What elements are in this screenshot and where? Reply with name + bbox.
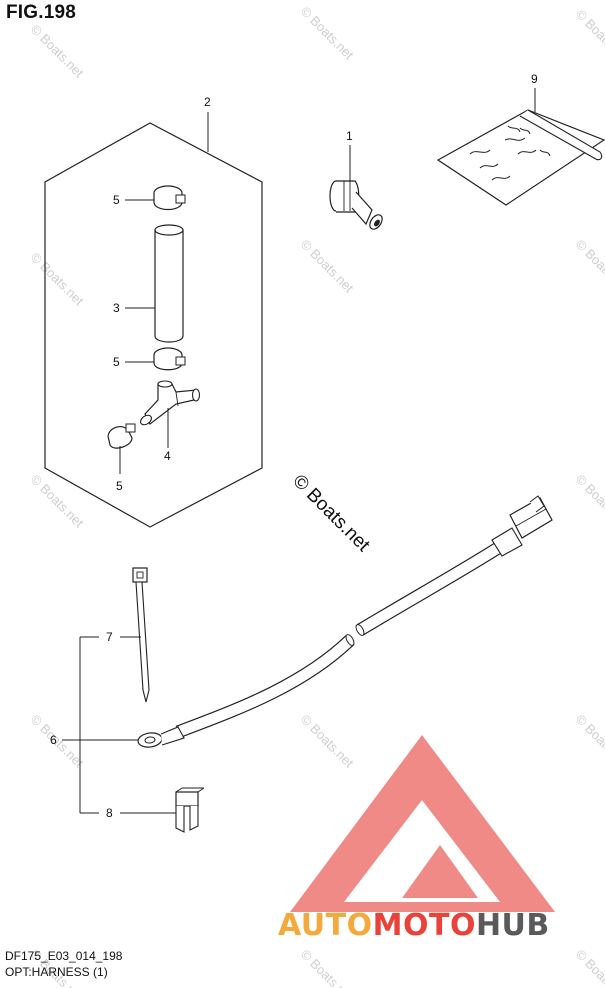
callout-1: 1 (346, 129, 353, 143)
callout-4: 4 (164, 449, 171, 463)
wire-harness (175, 542, 502, 739)
watermark-text: © Boats.net (28, 250, 87, 309)
figure-title: FIG.198 (6, 2, 77, 23)
cable-tie-icon (132, 567, 150, 703)
clamp-icon (153, 185, 186, 211)
watermark-text: © Boats.net (573, 237, 605, 296)
callout-3: 3 (113, 301, 120, 315)
hose-icon (154, 224, 184, 343)
tee-joint-icon (140, 380, 201, 426)
center-watermark: © Boats.net (288, 471, 374, 557)
figure-code: DF175_E03_014_198 (5, 949, 123, 963)
watermark-text: © Boats.net (28, 712, 87, 771)
watermark-text: © Boats.net (573, 472, 605, 531)
logo-triangle-icon (290, 735, 555, 912)
watermark-text: © Boats.net (573, 712, 605, 771)
callout-7: 7 (106, 630, 113, 644)
watermark-text: © Boats.net (28, 472, 87, 531)
fuse-icon (175, 787, 205, 833)
harness-connector-icon (491, 495, 553, 557)
watermark-text: © Boats.net (573, 7, 605, 66)
watermark-text: © Boats.net (28, 22, 87, 81)
figure-name: OPT:HARNESS (1) (5, 965, 108, 979)
grommet-icon (329, 180, 383, 230)
brand-wordmark: AUTOMOTOHUB (278, 908, 550, 943)
clamp-icon (107, 423, 136, 449)
callout-8: 8 (106, 806, 113, 820)
kit-outline (44, 122, 263, 528)
watermark-text: © Boats.net (573, 947, 605, 988)
leader-lines (62, 88, 536, 814)
callout-9: 9 (531, 72, 538, 86)
ring-terminal-icon (137, 726, 185, 748)
watermark-text: © Boats.net (298, 4, 357, 63)
brand-word-hub: HUB (476, 908, 550, 943)
callout-5: 5 (113, 355, 120, 369)
watermark-text: © Boats.net (298, 237, 357, 296)
callout-labels: 1 2 3 4 5 5 5 6 7 8 9 (50, 72, 538, 820)
callout-2: 2 (204, 95, 211, 109)
callout-5: 5 (113, 193, 120, 207)
watermark-text: © Boats.net (298, 712, 357, 771)
bag-icon (436, 109, 605, 206)
callout-6: 6 (50, 733, 57, 747)
watermark-text: © Boats.net (298, 947, 357, 988)
brand-word-moto: MOTO (373, 908, 476, 943)
brand-word-auto: AUTO (278, 908, 373, 943)
clamp-icon (153, 347, 186, 371)
callout-5: 5 (116, 479, 123, 493)
